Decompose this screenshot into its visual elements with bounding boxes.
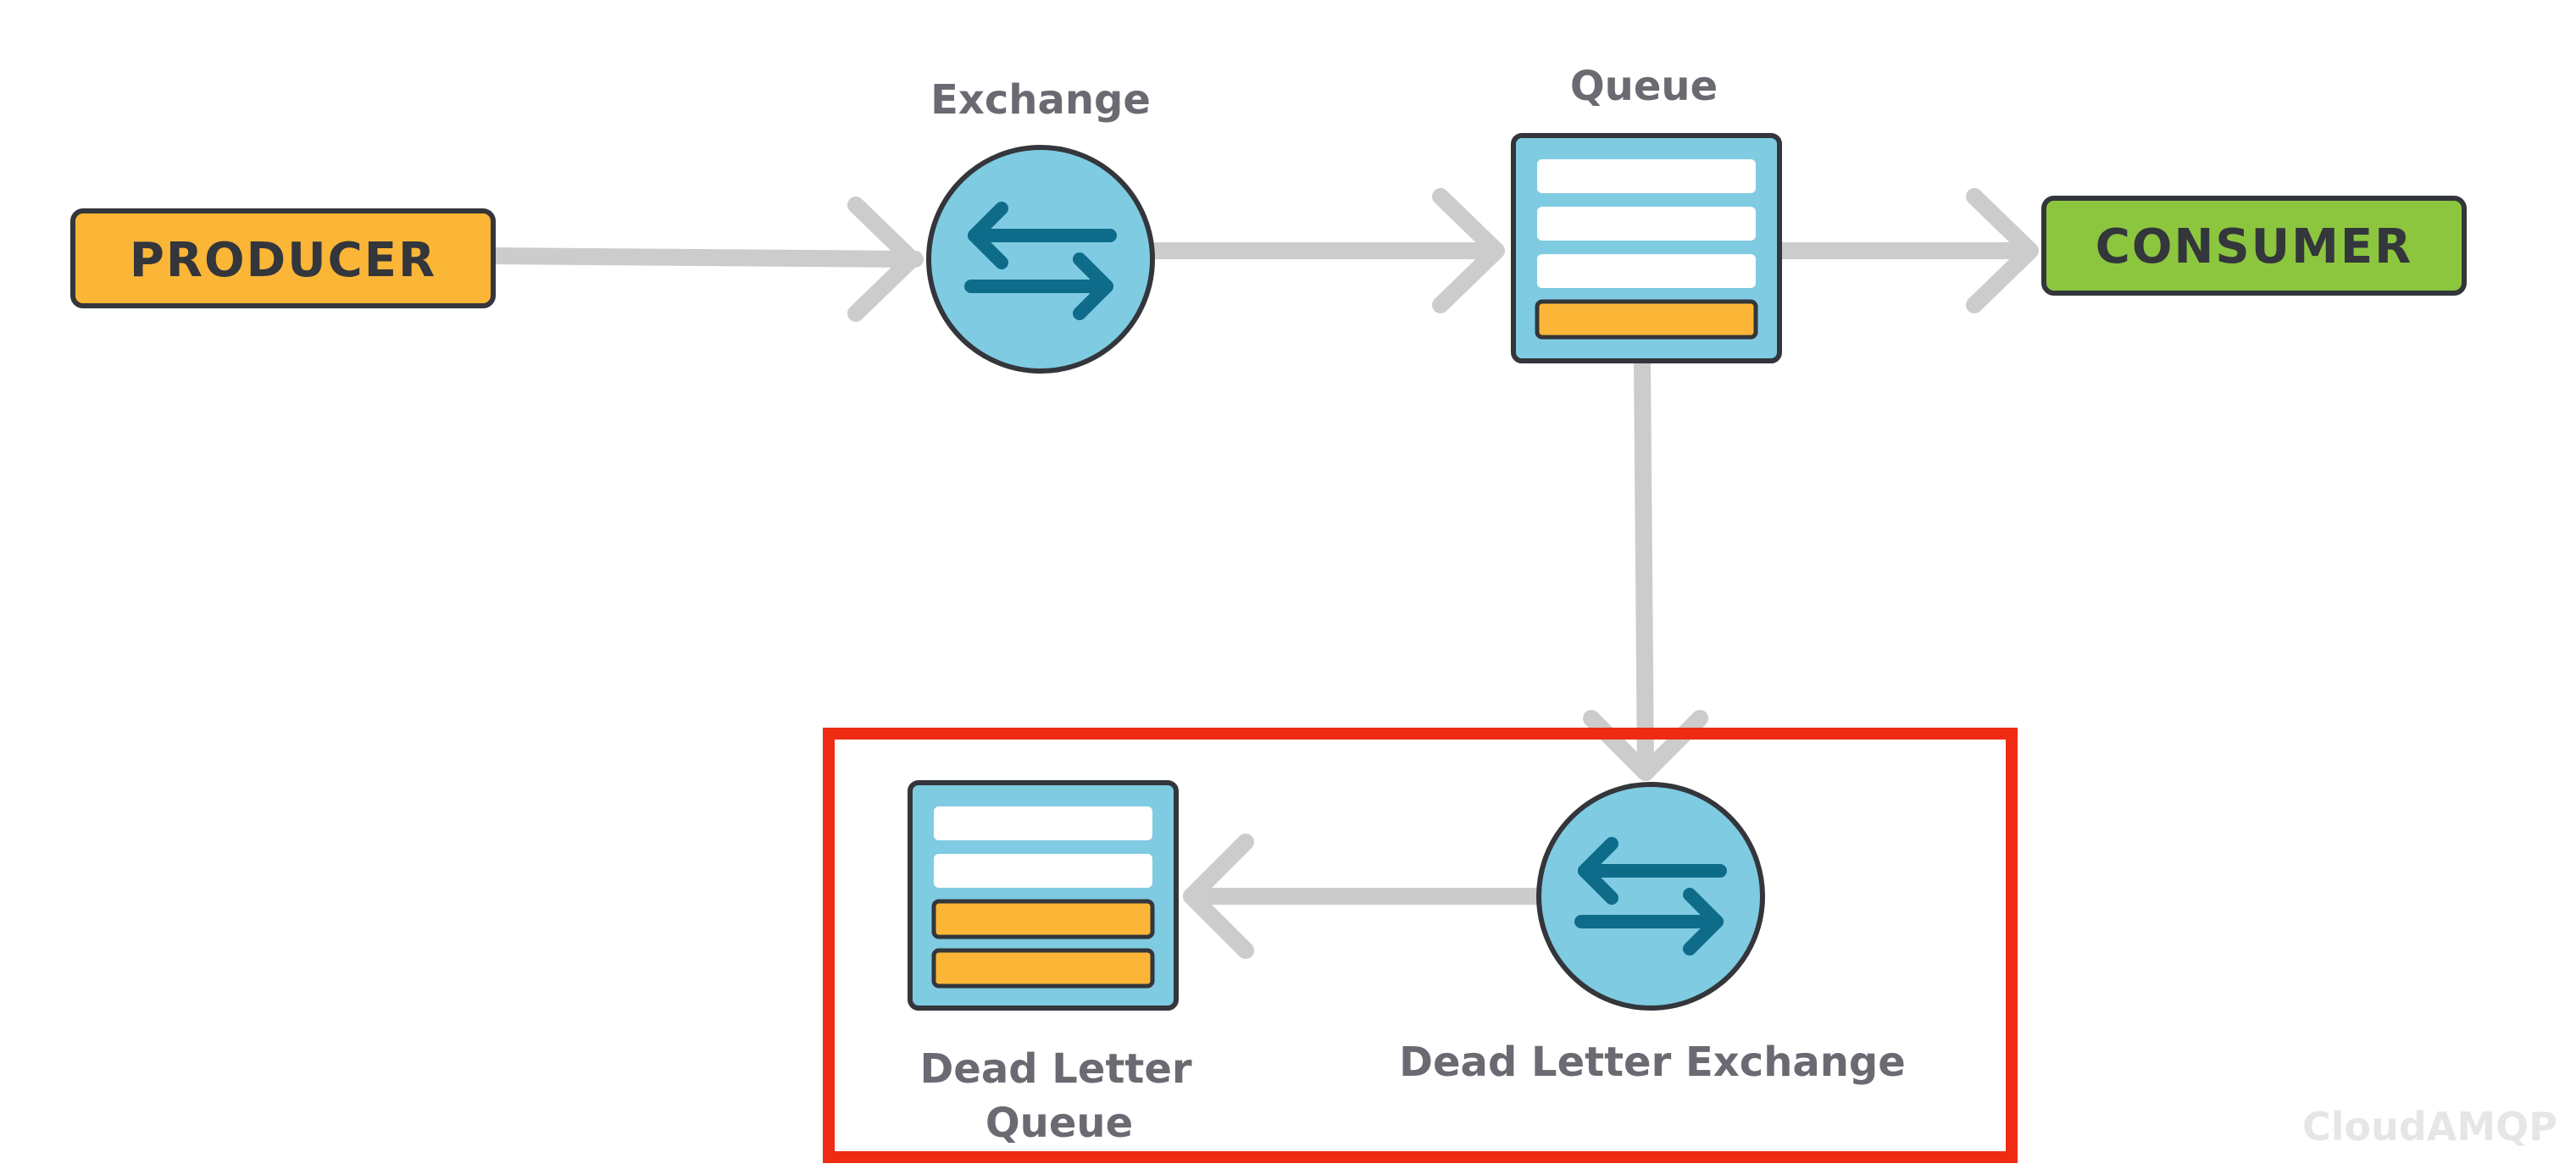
dead-letter-exchange-node: Dead Letter Exchange [1399, 782, 1906, 1086]
exchange-node: Exchange [926, 76, 1155, 374]
arrowhead-dlx-to-dlq [1183, 834, 1254, 959]
queue-slot-empty [1537, 254, 1756, 288]
arrow-queue-to-dlx [1634, 356, 1654, 781]
dead-letter-queue-slot-empty [934, 806, 1152, 840]
dead-letter-queue-message [931, 948, 1155, 989]
dead-letter-exchange-label: Dead Letter Exchange [1399, 1039, 1906, 1086]
consumer-label: CONSUMER [2096, 219, 2412, 274]
queue-slot-empty [1537, 207, 1756, 241]
arrowhead-queue-to-consumer [1966, 188, 2039, 313]
arrowhead-producer-to-exchange [847, 197, 920, 322]
exchange-arrows-icon [964, 202, 1117, 320]
consumer-node: CONSUMER [2041, 196, 2467, 296]
producer-label: PRODUCER [130, 233, 436, 288]
exchange-label: Exchange [930, 76, 1151, 124]
queue-slot-empty [1537, 159, 1756, 193]
connectors [483, 188, 2039, 959]
queue-node: Queue [1511, 63, 1782, 363]
queue-message [1535, 299, 1758, 340]
producer-box [70, 208, 496, 308]
dead-letter-queue-label-line2: Queue [985, 1100, 1133, 1147]
arrowhead-exchange-to-queue [1432, 188, 1505, 313]
brand-watermark: CloudAMQP [2302, 1104, 2557, 1150]
dead-letter-exchange-circle [1536, 782, 1765, 1011]
consumer-box [2041, 196, 2467, 296]
dead-letter-exchange-arrows-icon [1574, 837, 1727, 956]
dead-letter-queue-label-line1: Dead Letter [919, 1045, 1191, 1093]
exchange-circle [926, 145, 1155, 374]
dead-letter-highlight-frame [823, 728, 2018, 1163]
arrow-producer-to-exchange [483, 247, 924, 268]
dead-letter-queue-slot-empty [934, 854, 1152, 888]
producer-node: PRODUCER [70, 208, 496, 308]
queue-label: Queue [1570, 63, 1718, 110]
dead-letter-queue-node: Dead Letter Queue [908, 780, 1192, 1147]
dead-letter-queue-message [931, 899, 1155, 939]
